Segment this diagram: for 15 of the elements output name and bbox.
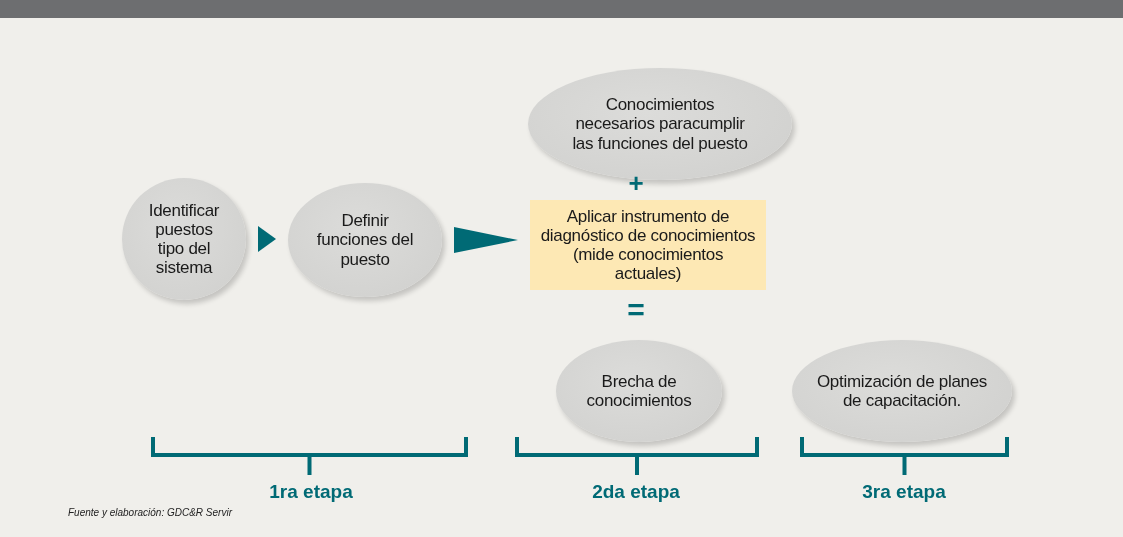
- node-text: Conocimientos necesarios paracumplir las funciones del puesto: [571, 95, 749, 153]
- process-box: [530, 200, 766, 290]
- node-text: Optimización de planes de capacitación.: [815, 371, 989, 411]
- arrow: [258, 226, 276, 252]
- arrow: [454, 227, 518, 253]
- node-text: Identificar puestos tipo del sistema: [147, 200, 221, 278]
- node-text: Definir funciones del puesto: [315, 211, 415, 269]
- source-note: Fuente y elaboración: GDC&R Servir: [68, 508, 232, 518]
- node-text: Brecha de conocimientos: [585, 371, 693, 411]
- node-text: Aplicar instrumento de diagnóstico de conocimientos (mide conocimientos actuales): [539, 206, 757, 284]
- stage-label: 3ra etapa: [862, 482, 946, 501]
- stage-label: 2da etapa: [592, 482, 680, 501]
- stage-label: 1ra etapa: [269, 482, 353, 501]
- operator-symbol: =: [627, 295, 645, 325]
- operator-symbol: +: [628, 170, 644, 196]
